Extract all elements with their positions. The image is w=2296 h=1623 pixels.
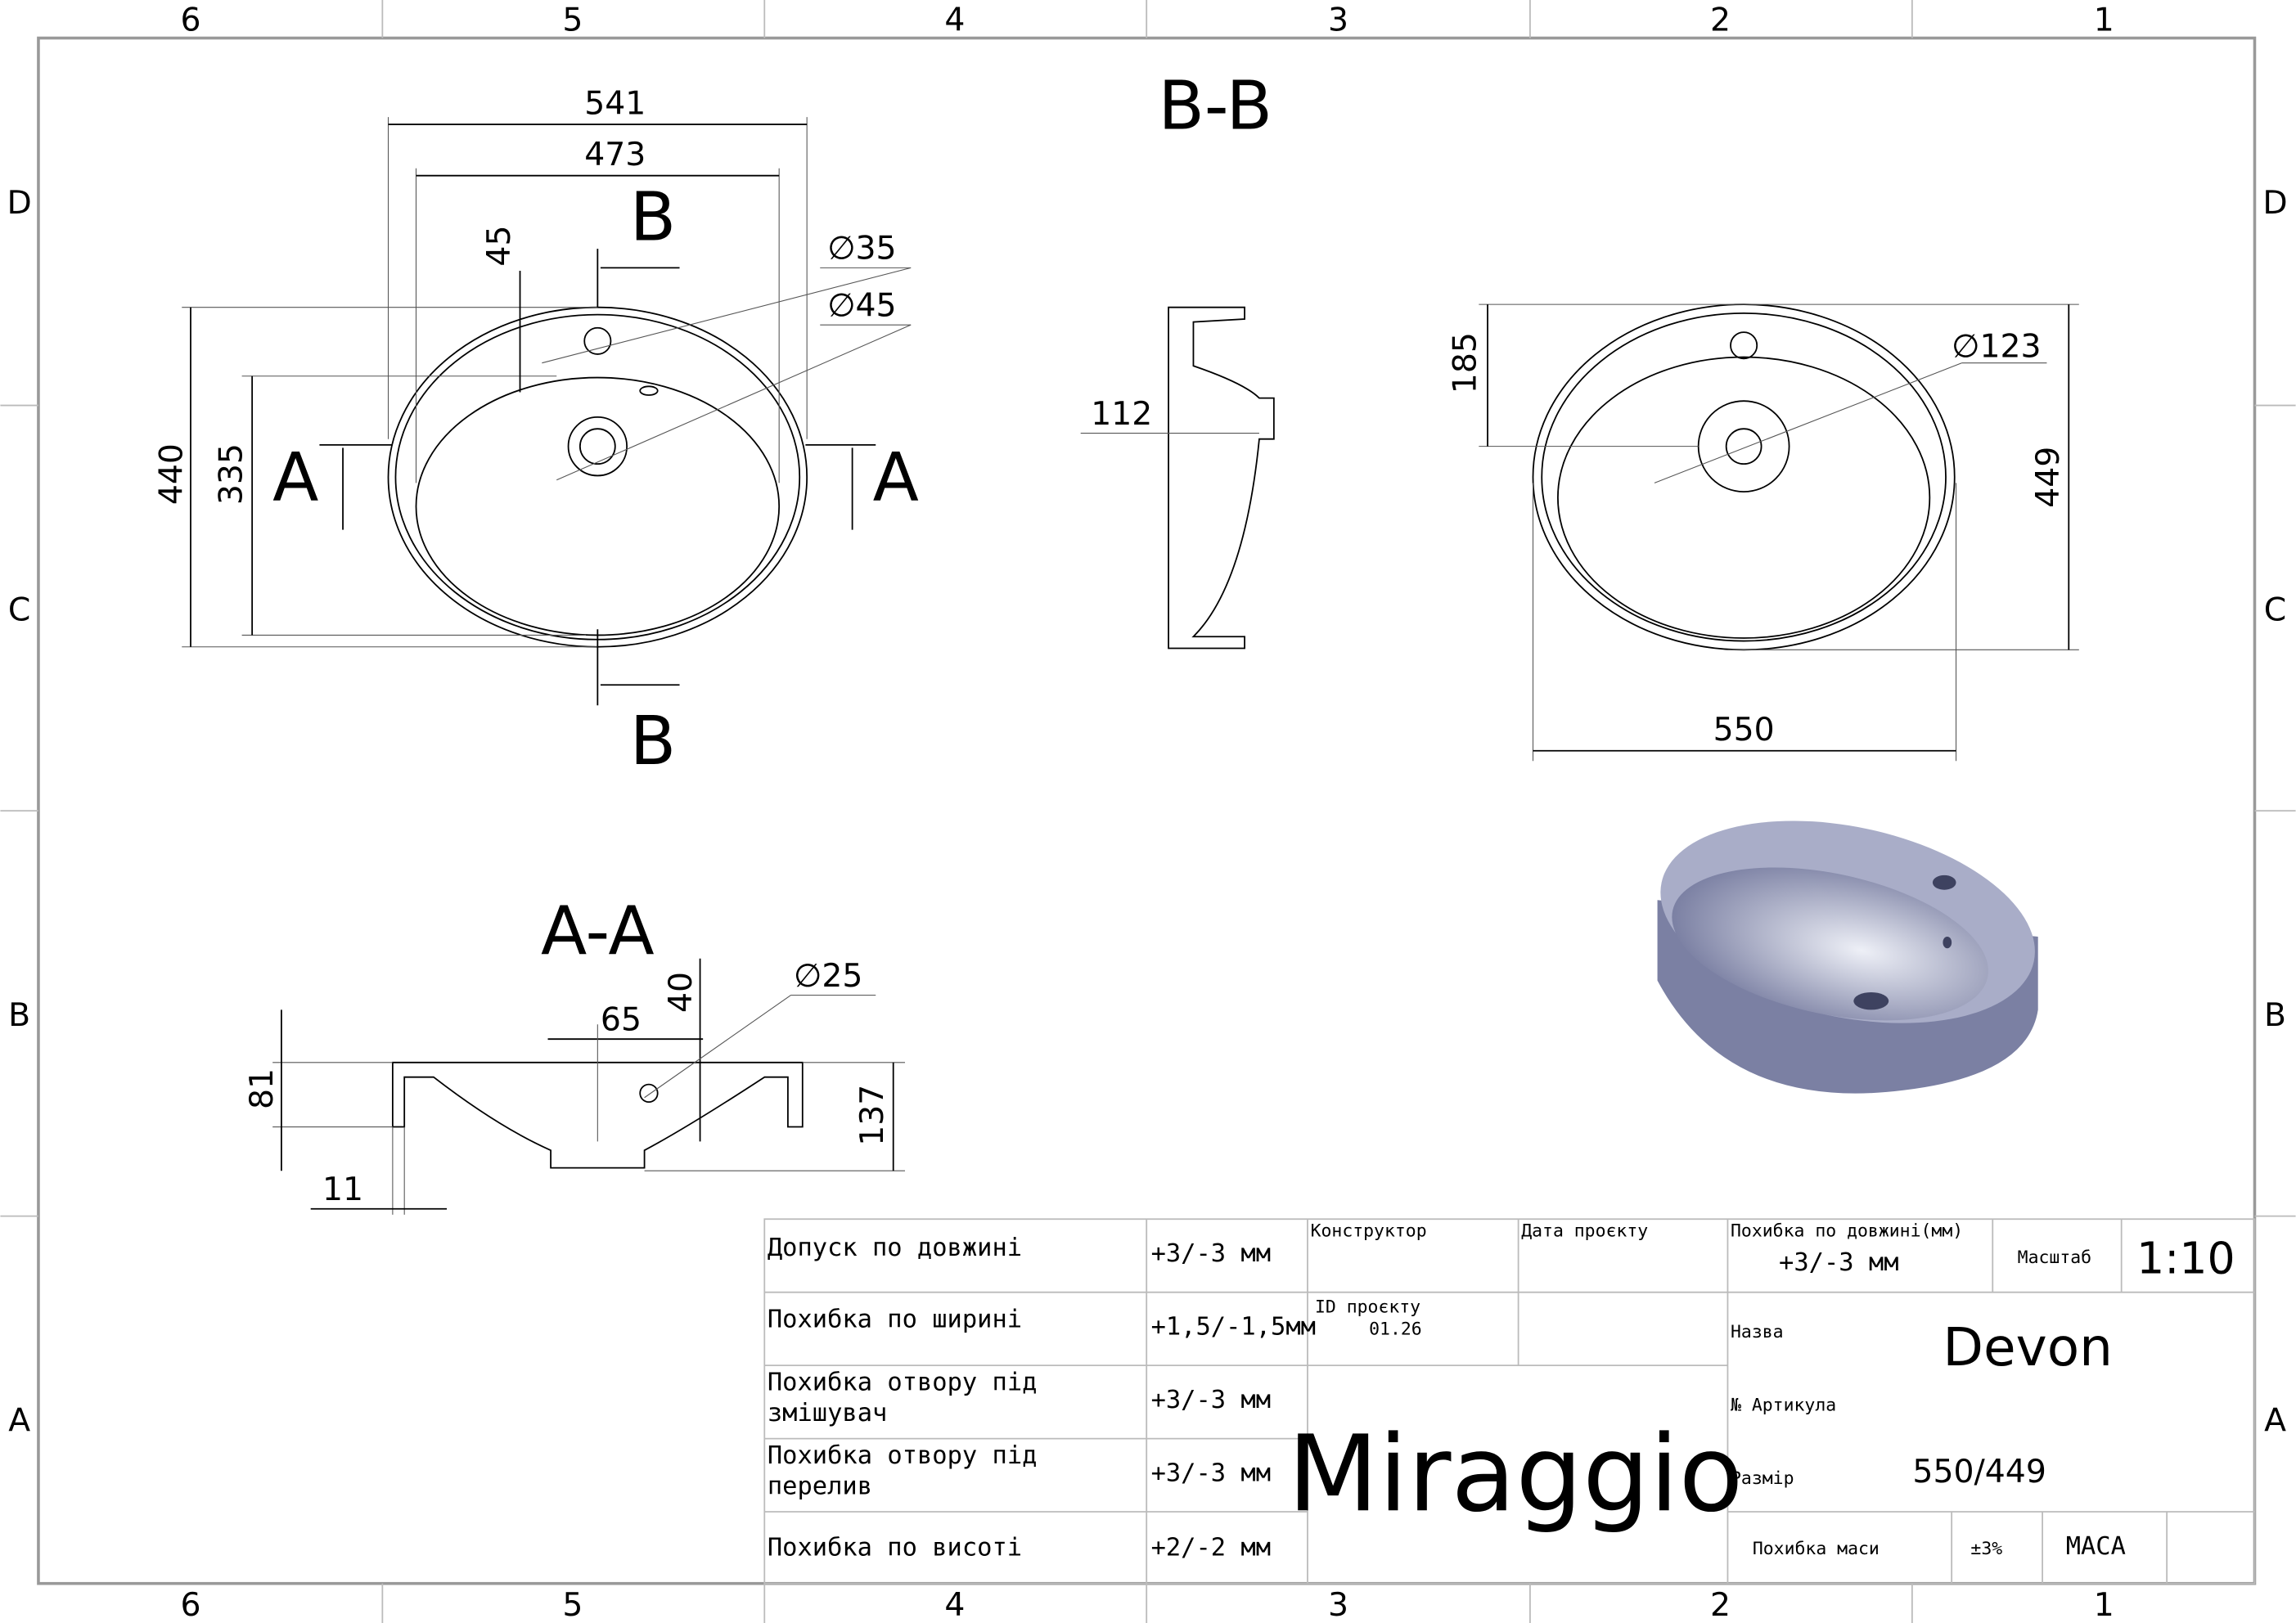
cut-label-b: B <box>630 178 676 256</box>
dim-bowl-diameter: ∅123 <box>1952 328 2041 366</box>
tolerance-label: Похибка отвору під перелив <box>767 1441 1038 1502</box>
col-label: 2 <box>1710 2 1731 39</box>
project-id: 01.26 <box>1369 1320 1422 1340</box>
dim-overall-height: 449 <box>2029 447 2067 508</box>
col-label: 1 <box>2094 2 2114 39</box>
tolerance-label: Похибка по висоті <box>768 1534 1022 1562</box>
tolerance-value: +1,5/-1,5мм <box>1151 1313 1316 1342</box>
article-label: № Артикула <box>1730 1396 1836 1416</box>
dim-height-inner: 335 <box>213 443 250 505</box>
length-tol-label: Похибка по довжині(мм) <box>1731 1221 1963 1242</box>
dim-width-inner: 473 <box>584 136 646 173</box>
product-render <box>1657 820 2038 1094</box>
row-label: B <box>2264 996 2286 1034</box>
size-value: 550/449 <box>1912 1453 2046 1490</box>
dim-overflow-diameter: ∅25 <box>794 957 862 995</box>
product-name: Devon <box>1943 1317 2113 1378</box>
col-label: 3 <box>1328 1586 1348 1623</box>
dim-height-outer: 440 <box>152 443 190 505</box>
dim-rim-height: 81 <box>243 1068 281 1109</box>
section-aa-view: A-A 65 40 ∅25 81 137 11 <box>243 892 906 1215</box>
tolerance-label: Допуск по довжині <box>768 1234 1022 1262</box>
dim-overflow-height: 40 <box>662 972 700 1013</box>
cut-label-a: A <box>272 439 318 517</box>
col-label: 6 <box>180 2 200 39</box>
cut-label-a: A <box>873 439 919 517</box>
dim-hole-offset: 45 <box>480 226 518 267</box>
row-label: B <box>8 996 30 1034</box>
date-label: Дата проєкту <box>1521 1221 1648 1242</box>
dim-depth: 112 <box>1091 395 1152 433</box>
dim-drain-hole: ∅45 <box>827 286 896 324</box>
side-plan-view: 185 ∅123 449 550 <box>1447 303 2079 762</box>
size-label: Размір <box>1731 1468 1794 1489</box>
project-id-label: ID проєкту <box>1315 1297 1420 1318</box>
dim-total-height: 137 <box>853 1085 891 1146</box>
tolerance-value: +3/-3 мм <box>1151 1386 1271 1414</box>
designer-label: Конструктор <box>1311 1221 1427 1242</box>
row-label: A <box>2264 1402 2286 1440</box>
length-tol: +3/-3 мм <box>1779 1248 1898 1277</box>
section-aa-title: A-A <box>541 892 655 970</box>
tolerance-value: +3/-3 мм <box>1151 1239 1271 1268</box>
tolerance-label: Похибка отвору під змішувач <box>767 1368 1038 1429</box>
col-label: 5 <box>562 1586 583 1623</box>
mass-tol-label: Похибка маси <box>1753 1539 1880 1559</box>
col-label: 4 <box>944 1586 965 1623</box>
dim-bowl-offset: 185 <box>1447 332 1484 393</box>
col-label: 1 <box>2094 1586 2114 1623</box>
row-label: C <box>8 591 30 629</box>
row-label: D <box>7 184 32 222</box>
col-label: 2 <box>1710 1586 1731 1623</box>
scale-label: Масштаб <box>2018 1248 2091 1268</box>
dim-overall-width: 550 <box>1713 711 1775 749</box>
scale-value: 1:10 <box>2136 1232 2235 1284</box>
col-label: 4 <box>944 2 965 39</box>
col-label: 6 <box>180 1586 200 1623</box>
tolerance-label: Похибка по ширині <box>768 1306 1022 1334</box>
tolerance-value: +3/-3 мм <box>1151 1459 1271 1487</box>
title-block: Допуск по довжині +3/-3 мм Похибка по ши… <box>763 1218 2256 1585</box>
brand-logo: Miraggio <box>1288 1413 1744 1535</box>
dim-overflow-offset: 65 <box>601 1000 642 1038</box>
dim-width-outer: 541 <box>584 85 646 123</box>
mass-tol: ±3% <box>1970 1539 2002 1559</box>
section-bb-title: B-B <box>1158 67 1272 145</box>
dim-wall: 11 <box>322 1171 363 1208</box>
name-label: Назва <box>1731 1322 1784 1342</box>
dim-tap-hole: ∅35 <box>827 230 896 268</box>
row-label: D <box>2262 184 2287 222</box>
tolerance-value: +2/-2 мм <box>1151 1534 1271 1562</box>
mass-label: МАСА <box>2066 1532 2126 1561</box>
cut-label-b: B <box>630 703 676 780</box>
col-label: 3 <box>1328 2 1348 39</box>
section-bb-view: B-B 112 <box>1080 67 1275 650</box>
col-label: 5 <box>562 2 583 39</box>
row-label: A <box>8 1402 30 1440</box>
top-view: 541 473 45 440 335 ∅35 ∅45 A A B B <box>152 85 919 780</box>
row-label: C <box>2264 591 2286 629</box>
